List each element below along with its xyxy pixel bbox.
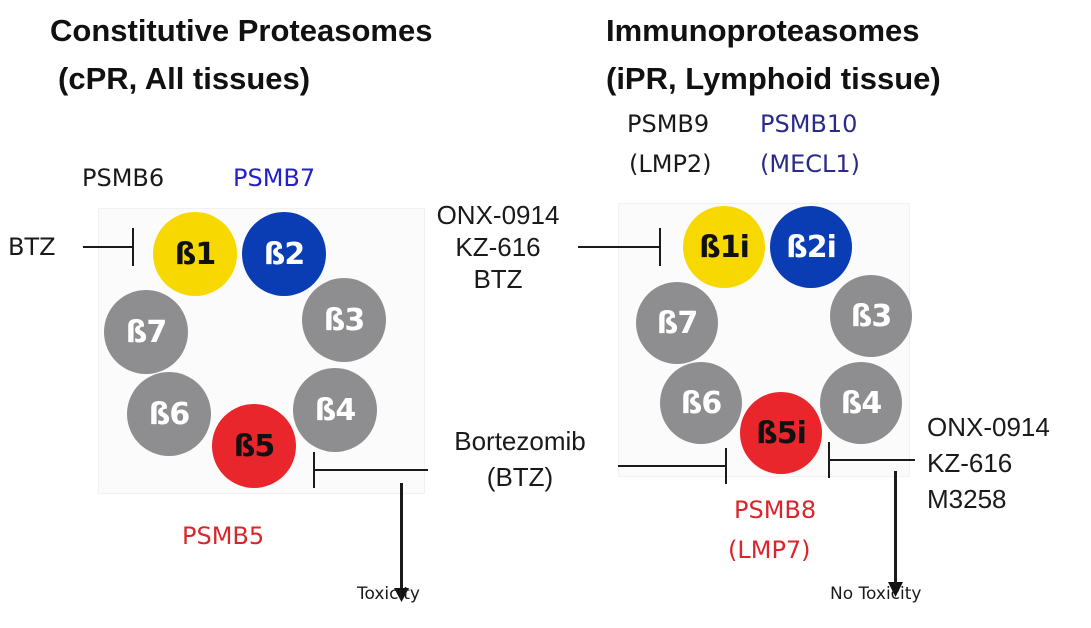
ipr-b5i-inhibition-bar: [828, 442, 830, 478]
ipr-b5i-inhibitor-2: KZ-616: [927, 448, 1013, 478]
ipr-b5i-btz-inhibition-bar: [725, 448, 727, 484]
ipr-b1i-inhibition-bar: [659, 228, 661, 266]
ipr-subunit-b6: ß6: [660, 362, 742, 444]
cpr-b1-inhibition-bar: [132, 228, 134, 266]
cpr-b5-inhibition-line: [314, 469, 428, 471]
no-toxicity-label: No Toxicity: [830, 584, 922, 604]
ipr-subunit-b3: ß3: [830, 275, 912, 357]
psmb7-label: PSMB7: [233, 164, 316, 192]
toxicity-arrow-shaft: [400, 483, 403, 591]
ipr-b1i-inhibitor-3: BTZ: [473, 264, 523, 294]
psmb8-label: PSMB8: [734, 496, 817, 524]
cpr-subunit-b2: ß2: [242, 212, 326, 296]
cpr-title: Constitutive Proteasomes: [50, 13, 433, 48]
ipr-subunit-b4: ß4: [820, 362, 902, 444]
ipr-b5i-inhibitor-3: M3258: [927, 484, 1007, 514]
cpr-subunit-b3: ß3: [302, 278, 386, 362]
ipr-b5i-btz-inhibition-line: [618, 465, 726, 467]
ipr-subunit-b5i: ß5i: [740, 392, 822, 474]
cpr-b1-inhibitor-label: BTZ: [8, 233, 56, 261]
cpr-subunit-b1: ß1: [153, 212, 237, 296]
ipr-b1i-inhibitor-2: KZ-616: [455, 232, 541, 262]
psmb9-label: PSMB9: [627, 110, 710, 138]
cpr-b1-inhibition-line: [83, 246, 133, 248]
no-toxicity-arrowhead-icon: [888, 582, 903, 597]
ipr-b5i-inhibitor-1: ONX-0914: [927, 412, 1050, 442]
cpr-subtitle: (cPR, All tissues): [58, 61, 311, 96]
toxicity-arrowhead-icon: [394, 588, 409, 602]
no-toxicity-arrow-shaft: [894, 471, 897, 585]
bortezomib-label: Bortezomib: [454, 426, 586, 456]
cpr-subunit-b5: ß5: [212, 404, 296, 488]
ipr-subtitle: (iPR, Lymphoid tissue): [606, 61, 941, 96]
ipr-subunit-b2i: ß2i: [770, 206, 852, 288]
mecl1-label: (MECL1): [760, 150, 860, 178]
lmp7-label: (LMP7): [728, 536, 811, 564]
cpr-subunit-b4: ß4: [293, 368, 377, 452]
psmb10-label: PSMB10: [760, 110, 858, 138]
psmb6-label: PSMB6: [82, 164, 165, 192]
ipr-b1i-inhibitor-1: ONX-0914: [436, 200, 560, 230]
ipr-b1i-inhibition-line: [578, 246, 660, 248]
ipr-b5i-inhibition-line: [829, 459, 915, 461]
cpr-subunit-b7: ß7: [104, 290, 188, 374]
ipr-subunit-b7: ß7: [636, 282, 718, 364]
bortezomib-abbrev-label: (BTZ): [486, 462, 554, 492]
ipr-subunit-b1i: ß1i: [683, 206, 765, 288]
toxicity-label: Toxicity: [357, 584, 420, 604]
cpr-subunit-b6: ß6: [127, 372, 211, 456]
lmp2-label: (LMP2): [629, 150, 712, 178]
ipr-title: Immunoproteasomes: [606, 13, 920, 48]
psmb5-label: PSMB5: [182, 522, 265, 550]
cpr-b5-inhibition-bar: [313, 452, 315, 488]
